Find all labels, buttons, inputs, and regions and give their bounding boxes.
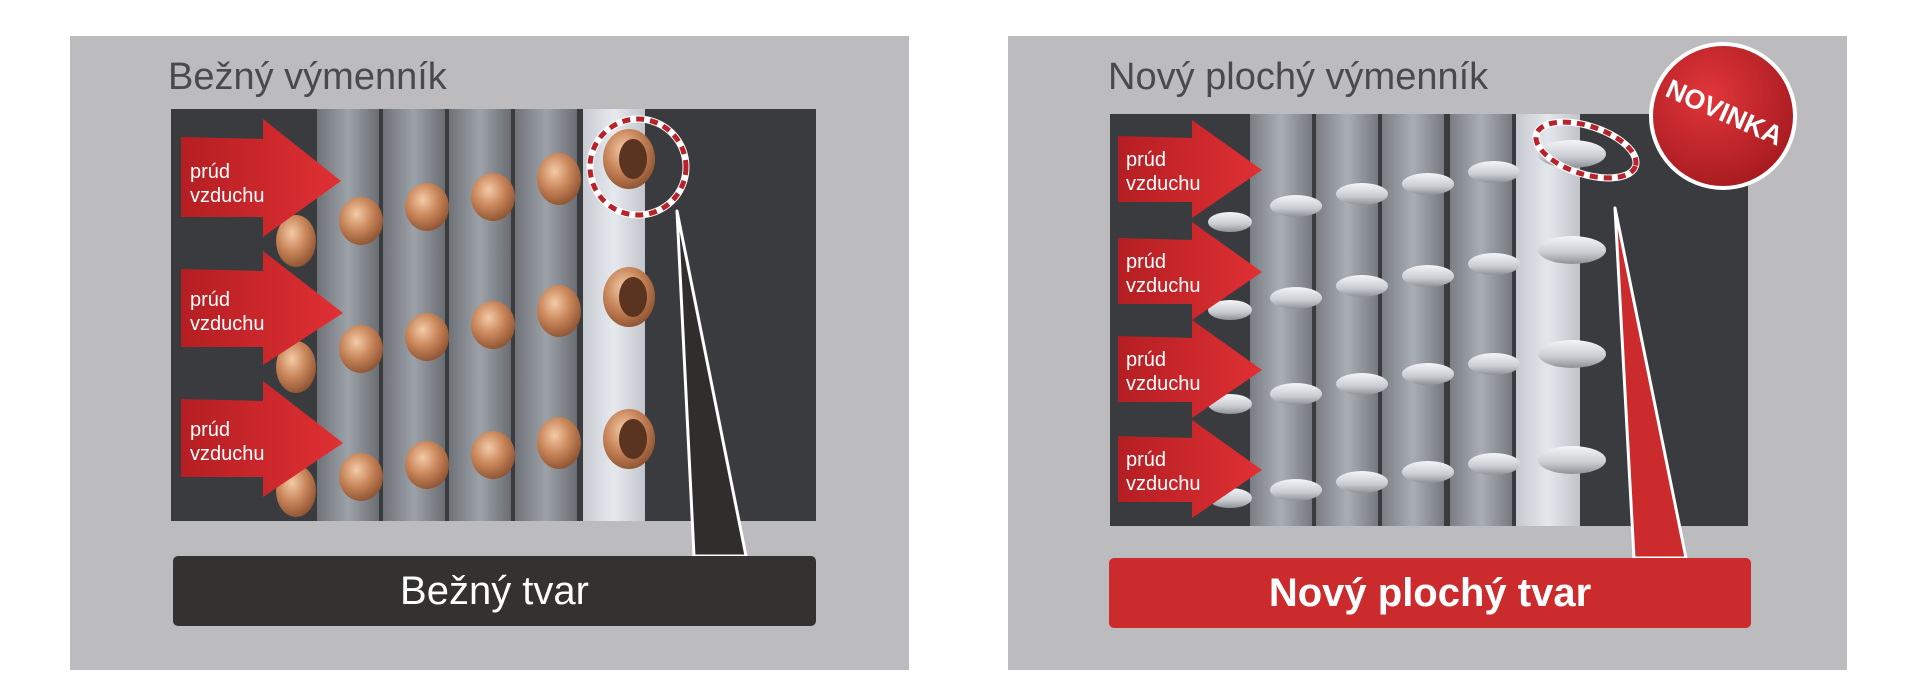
flat-tube-row	[1208, 340, 1606, 414]
flat-exchanger-panel: Nový plochý výmenník	[1008, 36, 1847, 670]
airflow-arrow	[1118, 320, 1262, 418]
panel-title: Nový plochý výmenník	[1108, 56, 1489, 98]
flat-shape-caption: Nový plochý tvar	[1109, 558, 1751, 628]
exchanger-illustration	[1110, 114, 1748, 526]
airflow-label: prúd vzduchu	[190, 419, 265, 465]
flat-tube-row	[1208, 446, 1606, 508]
standard-shape-caption: Bežný tvar	[173, 556, 816, 626]
highlight-circle-dashes	[587, 116, 689, 218]
panel-title: Bežný výmenník	[168, 56, 447, 98]
copper-tube-row	[276, 267, 655, 393]
flat-exchanger-diagram	[1110, 114, 1748, 526]
airflow-arrow	[181, 381, 343, 497]
airflow-arrow	[1118, 222, 1262, 320]
airflow-arrow	[181, 251, 343, 365]
airflow-arrow	[181, 119, 341, 237]
copper-tube-row	[276, 129, 655, 267]
standard-exchanger-panel: Bežný výmenník	[70, 36, 909, 670]
airflow-label: prúd vzduchu	[190, 289, 265, 335]
flat-tube-row	[1208, 140, 1606, 232]
exchanger-illustration	[171, 109, 816, 521]
fin	[1316, 114, 1378, 526]
badge-circle	[1649, 42, 1797, 190]
airflow-label: prúd vzduchu	[1126, 251, 1201, 297]
airflow-label: prúd vzduchu	[1126, 149, 1201, 195]
airflow-arrow	[1118, 120, 1262, 218]
standard-exchanger-diagram	[171, 109, 816, 521]
new-badge: NOVINKA	[1648, 41, 1798, 191]
airflow-arrow	[1118, 420, 1262, 518]
airflow-label: prúd vzduchu	[1126, 349, 1201, 395]
airflow-label: prúd vzduchu	[190, 161, 265, 207]
fin	[1250, 114, 1312, 526]
flat-tube-row	[1208, 236, 1606, 320]
airflow-label: prúd vzduchu	[1126, 449, 1201, 495]
